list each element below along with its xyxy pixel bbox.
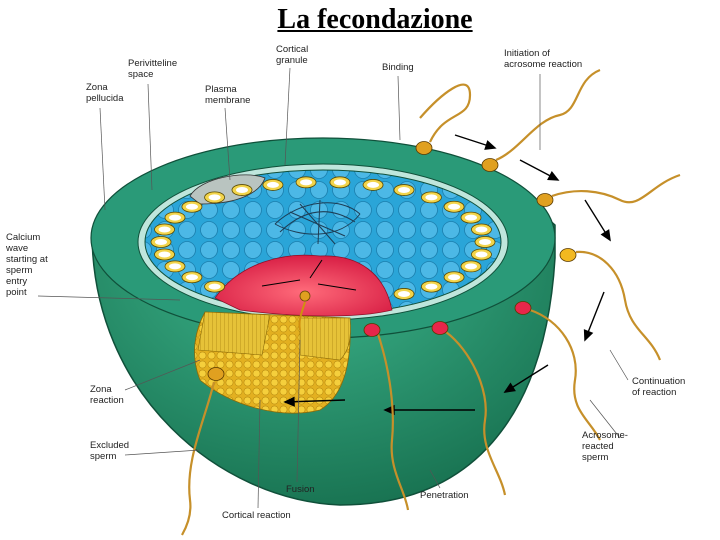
zona-reaction-stripe [197, 311, 271, 356]
sperm-tail [575, 250, 662, 361]
cortical-granules [150, 176, 496, 300]
leader-line [124, 449, 201, 456]
calcium-wave [214, 254, 393, 317]
label-continuation: Continuation of reaction [632, 376, 686, 398]
leader-line [609, 349, 629, 381]
label-fusion: Fusion [286, 484, 315, 495]
sperm-tail [181, 381, 216, 536]
arrow-head [503, 382, 516, 393]
leader-line [589, 399, 621, 439]
sperm-head [536, 193, 554, 207]
fusion-stripe [299, 317, 351, 361]
cortical-granule-core [169, 214, 182, 221]
cortical-granule-core [464, 263, 477, 270]
leader-line [99, 107, 106, 211]
sperm-cells [181, 68, 681, 536]
cortical-granule-core [425, 194, 438, 201]
sperm-tail [445, 331, 507, 496]
sperm-head [415, 141, 433, 155]
cortical-granule-core [367, 181, 380, 188]
cortical-granule-core [398, 187, 410, 194]
arrow-head [583, 329, 594, 342]
page-title: La fecondazione [277, 4, 473, 35]
arrow-head [484, 140, 497, 150]
label-binding: Binding [382, 62, 414, 73]
cortical-granule-core [475, 226, 488, 233]
cortical-granule-core [448, 274, 461, 281]
arrow-head [547, 170, 560, 181]
sperm-tail [529, 308, 601, 441]
arrow-head [600, 229, 611, 242]
leader-line [257, 399, 261, 509]
leader-line [429, 469, 441, 489]
cortical-granule-core [208, 283, 221, 290]
cortical-granule-core [333, 179, 346, 186]
label-cortical-granule: Cortical granule [276, 44, 309, 66]
label-calcium-wave: Calcium wave starting at sperm entry poi… [6, 232, 48, 298]
cortical-granule-core [266, 181, 279, 188]
sperm-tail [419, 83, 472, 143]
cortical-granule-core [208, 194, 221, 201]
cortical-granule-core [475, 251, 488, 258]
sperm-head [207, 367, 225, 381]
sperm-tail [495, 68, 601, 162]
cortical-granule-core [300, 179, 313, 186]
sperm-tail [376, 333, 410, 511]
sperm-head [559, 248, 577, 262]
cortical-granule-core [448, 203, 461, 210]
label-zona-reaction: Zona reaction [90, 384, 124, 406]
leader-line [124, 359, 201, 391]
calcium-arrow [261, 279, 301, 287]
sperm-tail [551, 173, 681, 204]
cortical-granule-core [185, 203, 198, 210]
arrow-head [283, 396, 295, 407]
label-cortical-reaction: Cortical reaction [222, 510, 291, 521]
cortical-granule-core [155, 239, 167, 245]
fusion-sperm [298, 290, 311, 331]
cortical-granule-core [479, 239, 491, 245]
process-arrows [261, 134, 611, 416]
leader-line [147, 83, 153, 191]
calcium-arrow [309, 259, 323, 279]
leader-lines [37, 67, 629, 509]
label-penetration: Penetration [420, 490, 469, 501]
label-zona-pellucida: Zona pellucida [86, 82, 124, 104]
leader-line [397, 75, 401, 141]
leader-line [224, 107, 231, 181]
cortical-granule-core [398, 290, 410, 297]
cortical-granule-core [169, 263, 182, 270]
label-excluded-sperm: Excluded sperm [90, 440, 130, 462]
sperm-head [514, 301, 532, 315]
cortical-granule-core [158, 251, 171, 258]
arrow-line [284, 399, 346, 403]
sperm-head [363, 323, 381, 337]
sperm-head [481, 158, 499, 172]
cortical-granule-core [158, 226, 171, 233]
label-initiation-acrosome: Initiation of acrosome reaction [504, 48, 583, 70]
leader-line [37, 295, 181, 301]
cortical-granule-core [464, 214, 477, 221]
leader-line [284, 67, 291, 166]
spindle [274, 199, 361, 245]
label-acrosome-reacted: Acrosome- reacted sperm [582, 430, 628, 463]
calcium-arrow [317, 283, 357, 291]
label-plasma-membrane: Plasma membrane [205, 84, 251, 106]
leader-line [296, 339, 301, 483]
cortical-granule-core [425, 283, 438, 290]
cortical-granule-core [185, 274, 198, 281]
sperm-head [431, 321, 449, 335]
label-perivitelline-space: Perivitteline space [128, 58, 178, 80]
cortical-granule-core [236, 187, 248, 194]
